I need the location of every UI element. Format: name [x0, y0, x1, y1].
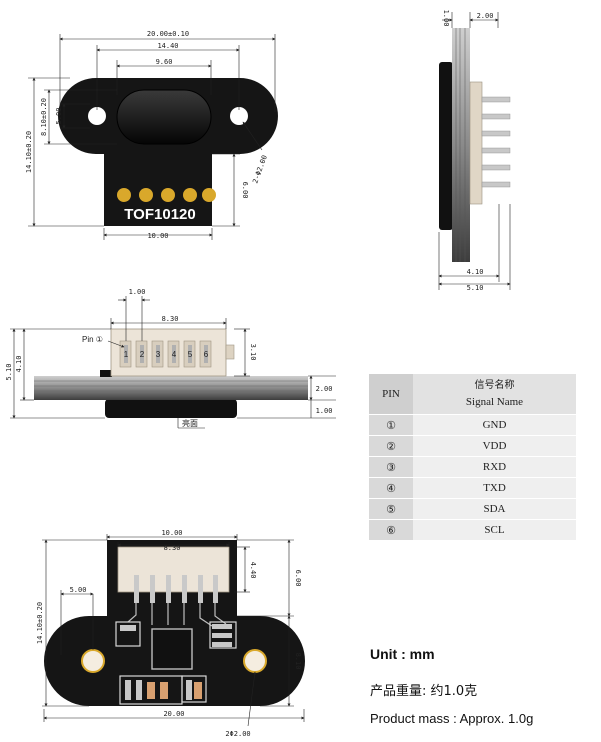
pin-header: PIN	[369, 374, 413, 415]
dim-bottom-connector-width: 8.30	[164, 544, 181, 552]
pin-number-6: 6	[204, 350, 209, 359]
front-board	[34, 376, 308, 400]
pin-number-4: 4	[172, 350, 177, 359]
bottom-components	[115, 621, 237, 705]
front-chip	[100, 370, 112, 377]
top-board	[58, 78, 278, 226]
dim-front-board: 2.00	[316, 385, 333, 393]
side-connector	[469, 81, 483, 205]
dim-top-lens-width: 9.60	[156, 58, 173, 66]
dim-bottom-total-height: 14.10±0.20	[36, 602, 44, 644]
front-pins	[124, 345, 208, 363]
unit-label: Unit : mm	[370, 646, 435, 662]
mass-en-label: Product mass : Approx. 1.0g	[370, 711, 534, 726]
pin-number-1: 1	[124, 350, 129, 359]
signal-cell: SCL	[413, 519, 576, 541]
mass-cn-label: 产品重量: 约1.0克	[370, 684, 478, 699]
dim-top-width: 20.00±0.10	[147, 30, 189, 38]
pin-cell: ⑥	[369, 519, 413, 541]
bottom-hole-left	[81, 649, 105, 673]
signal-header-en: Signal Name	[465, 396, 524, 408]
dim-front-connector-width: 8.30	[162, 315, 179, 323]
pin-cell: ②	[369, 435, 413, 457]
dim-bottom-hole-dia: 2Φ2.00	[225, 730, 250, 738]
model-label: TOF10120	[124, 206, 195, 223]
dim-side-board: 2.00	[477, 12, 494, 20]
side-lens	[439, 62, 453, 230]
signal-cell: SDA	[413, 498, 576, 520]
bottom-pins	[134, 575, 218, 603]
dim-top-inner-height: 5.00	[55, 108, 63, 125]
signal-cell: VDD	[413, 435, 576, 457]
top-lens	[116, 89, 212, 145]
signal-header-cn: 信号名称	[474, 380, 515, 391]
dim-top-hole-spacing: 14.40	[157, 42, 178, 50]
dim-front-height-1: 4.10	[15, 356, 23, 373]
side-board	[452, 28, 470, 262]
bottom-hole-right	[243, 649, 267, 673]
pin-table-header: PIN 信号名称 Signal Name	[369, 374, 576, 415]
signal-cell: TXD	[413, 477, 576, 499]
pin-cell: ⑤	[369, 498, 413, 520]
top-hole-right	[230, 107, 248, 125]
bottom-board	[44, 540, 305, 706]
dim-bottom-tab-height: 6.00	[294, 570, 302, 587]
front-latch	[225, 344, 235, 360]
dim-bottom-lower-height: 8.10	[294, 653, 302, 670]
front-lens	[105, 399, 237, 418]
bottom-chip	[151, 628, 193, 670]
signal-header: 信号名称 Signal Name	[413, 374, 576, 415]
dim-front-pitch: 1.00	[129, 288, 146, 296]
signal-cell: RXD	[413, 456, 576, 478]
top-pads	[117, 188, 216, 202]
face-label: 亮面	[182, 418, 198, 428]
top-view: TOF10120 20.00±0.10 14.40 9.60 14.10±0.2…	[25, 30, 278, 240]
dim-top-lens-height: 8.10±0.20	[40, 98, 48, 136]
dim-bottom-offset: 5.00	[70, 586, 87, 594]
pin-cell: ①	[369, 414, 413, 436]
pin-cell: ④	[369, 477, 413, 499]
side-pins	[481, 96, 511, 188]
dim-top-tab-width: 10.00	[147, 232, 168, 240]
dim-top-hole-dia: 2-Φ2.00	[251, 154, 269, 184]
front-view: 1 2 3 4 5 6 1.00 8.30 Pin ① 5.10 4.10 3.	[5, 288, 336, 429]
dim-bottom-connector-height: 4.40	[249, 562, 257, 579]
signal-cell: GND	[413, 414, 576, 436]
dim-side-depth-2: 5.10	[467, 284, 484, 292]
dim-front-lens: 1.00	[316, 407, 333, 415]
bottom-view: 10.00 8.30 4.40 5.00 6.00 8.10 14.10±0.2…	[36, 529, 305, 738]
pin-number-2: 2	[140, 350, 145, 359]
dim-bottom-width: 20.00	[163, 710, 184, 718]
pin-number-3: 3	[156, 350, 161, 359]
dim-front-connector-height: 3.10	[249, 344, 257, 361]
top-hole-left	[88, 107, 106, 125]
dim-top-tab-height: 6.00	[241, 182, 249, 199]
bottom-traces	[127, 603, 227, 627]
dim-side-thickness: 1.00	[442, 10, 450, 27]
pin-number-5: 5	[188, 350, 193, 359]
dim-front-height-2: 5.10	[5, 364, 13, 381]
pin-1-label: Pin ①	[82, 335, 103, 344]
pin-cell: ③	[369, 456, 413, 478]
dim-top-total-height: 14.10±0.20	[25, 131, 33, 173]
dim-bottom-tab-width: 10.00	[161, 529, 182, 537]
side-view: 1.00 2.00 4.10 5.10	[438, 10, 511, 292]
dim-side-depth-1: 4.10	[467, 268, 484, 276]
